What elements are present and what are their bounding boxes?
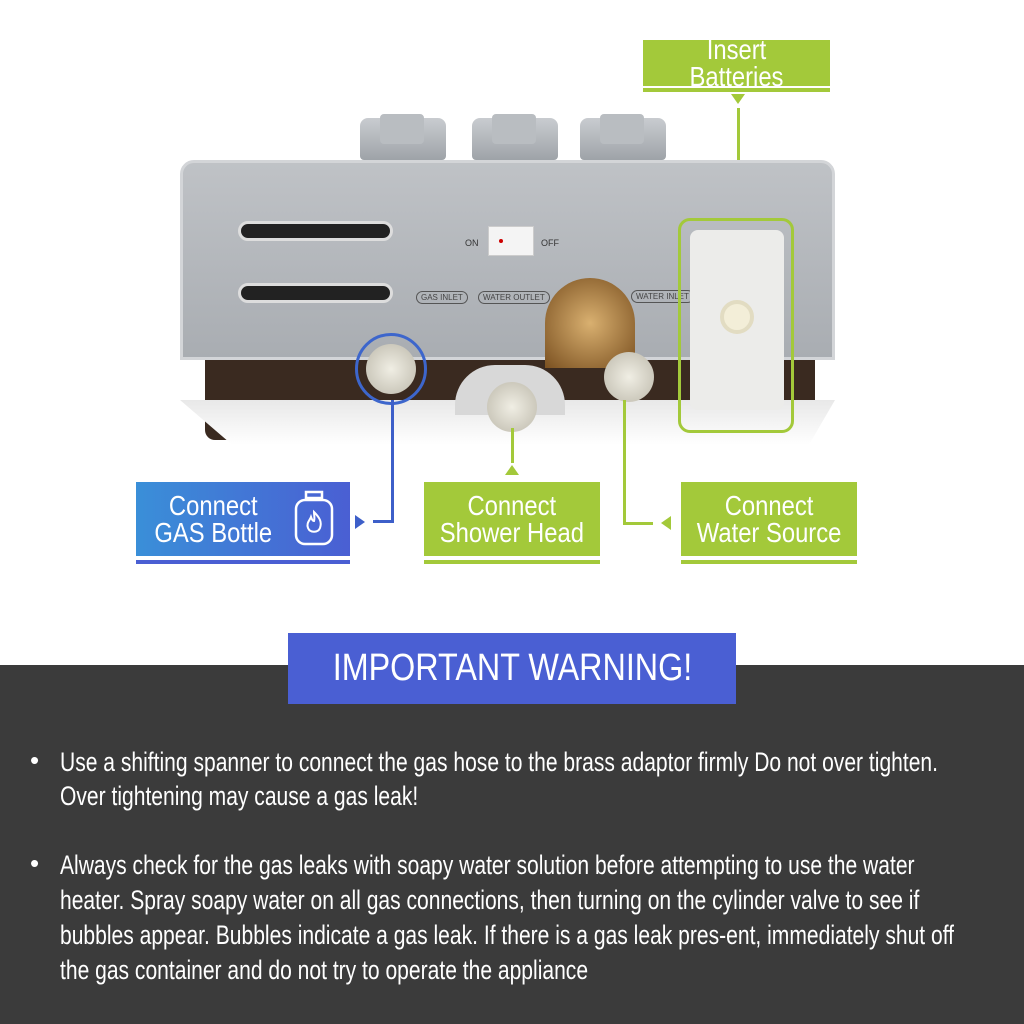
- arrow-up-icon: [505, 465, 519, 475]
- warning-title: IMPORTANT WARNING!: [288, 633, 736, 704]
- knob: [472, 114, 558, 160]
- water-outlet-cap: [487, 382, 537, 432]
- water-outlet-tag: WATER OUTLET: [478, 291, 550, 304]
- insert-batteries-label: Insert Batteries: [643, 36, 830, 91]
- gas-inlet-cap: [366, 344, 416, 394]
- divider: [424, 560, 600, 564]
- warning-item-1: Use a shifting spanner to connect the ga…: [60, 747, 939, 811]
- battery-box: [690, 230, 784, 410]
- battery-highlight: [678, 218, 794, 433]
- knob: [580, 114, 666, 160]
- leader-line: [391, 400, 394, 522]
- knob: [360, 114, 446, 160]
- power-switch[interactable]: [488, 226, 534, 256]
- water-inlet-cap: [604, 352, 654, 402]
- divider: [681, 560, 857, 564]
- divider: [136, 560, 350, 564]
- arrow-right-icon: [355, 515, 365, 529]
- arrow-down-icon: [731, 94, 745, 104]
- gas-inlet-tag: GAS INLET: [416, 291, 468, 304]
- leader-line: [373, 520, 394, 523]
- leader-line: [623, 522, 653, 525]
- switch-off-label: OFF: [541, 238, 559, 248]
- warning-item-2: Always check for the gas leaks with soap…: [60, 850, 955, 985]
- divider: [643, 88, 830, 92]
- switch-on-label: ON: [465, 238, 479, 248]
- arrow-left-icon: [661, 516, 671, 530]
- warning-section: [0, 665, 1024, 1024]
- leader-line: [623, 400, 626, 524]
- gas-bottle-icon: [294, 490, 334, 546]
- vent-slot: [238, 221, 393, 241]
- warning-emphasis: Over tightening may cause a gas leak!: [60, 781, 419, 811]
- bullet: •: [30, 848, 40, 878]
- leader-line: [511, 428, 514, 463]
- vent-slot: [238, 283, 393, 303]
- bullet: •: [30, 745, 40, 775]
